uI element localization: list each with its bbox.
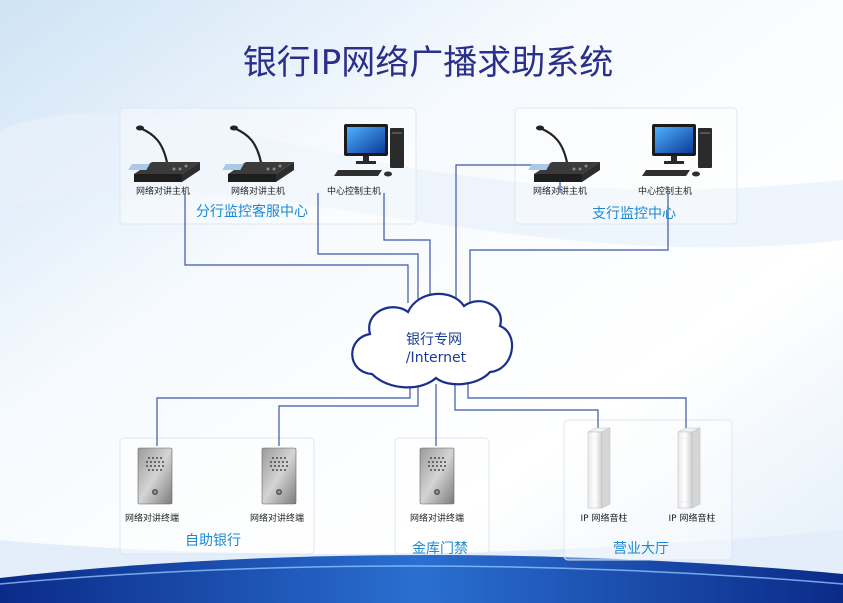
wire-sub-control [469, 193, 669, 303]
device-self-service-terminal-2: 网络对讲终端 [250, 447, 304, 524]
zone-label-vault: 金库门禁 [412, 541, 468, 557]
device-label: 网络对讲终端 [125, 512, 179, 524]
zone-label-self-service: 自助银行 [185, 533, 241, 549]
device-label: IP 网络音柱 [669, 512, 716, 524]
footer-wave [0, 554, 843, 603]
device-label: 网络对讲主机 [533, 185, 587, 197]
intercom-terminal-icon [419, 447, 455, 505]
zone-label-hall: 营业大厅 [613, 541, 669, 557]
wire-branch-host-1 [184, 193, 409, 303]
background-swoosh [0, 112, 843, 248]
device-label: 网络对讲终端 [250, 512, 304, 524]
network-cloud [351, 292, 514, 389]
device-label: 中心控制主机 [327, 185, 381, 197]
device-label: 网络对讲终端 [410, 512, 464, 524]
wire-branch-host-2 [317, 193, 419, 303]
intercom-terminal-icon [137, 447, 173, 505]
device-sub-control-host: 中心控制主机 [638, 124, 712, 197]
device-label: 中心控制主机 [638, 185, 692, 197]
device-self-service-terminal-1: 网络对讲终端 [125, 447, 179, 524]
device-branch-control-host: 中心控制主机 [327, 124, 404, 197]
zone-label-sub-branch-center: 支行监控中心 [592, 206, 676, 222]
device-label: IP 网络音柱 [581, 512, 628, 524]
device-label: 网络对讲主机 [231, 185, 285, 197]
wire-terminal-2 [278, 380, 419, 446]
device-vault-terminal: 网络对讲终端 [410, 447, 464, 524]
device-branch-intercom-host-2: 网络对讲主机 [221, 124, 296, 197]
cloud-label-line1: 银行专网 [406, 332, 462, 348]
device-branch-intercom-host-1: 网络对讲主机 [127, 124, 202, 197]
wire-branch-control [383, 193, 431, 300]
cloud-label-line2: /Internet [406, 350, 467, 366]
wire-terminal-1 [156, 380, 411, 446]
diagram-title: 银行IP网络广播求助系统 [243, 43, 614, 83]
device-hall-speaker-2: IP 网络音柱 [669, 427, 716, 524]
device-label: 网络对讲主机 [136, 185, 190, 197]
intercom-terminal-icon [261, 447, 297, 505]
device-sub-intercom-host: 网络对讲主机 [527, 124, 602, 197]
wire-speaker-2 [467, 380, 687, 430]
speaker-column-icon [587, 427, 611, 509]
footer-highlight [0, 565, 843, 585]
speaker-column-icon [677, 427, 701, 509]
zone-label-branch-center: 分行监控客服中心 [196, 203, 308, 220]
wire-speaker-1 [454, 382, 599, 430]
device-hall-speaker-1: IP 网络音柱 [581, 427, 628, 524]
